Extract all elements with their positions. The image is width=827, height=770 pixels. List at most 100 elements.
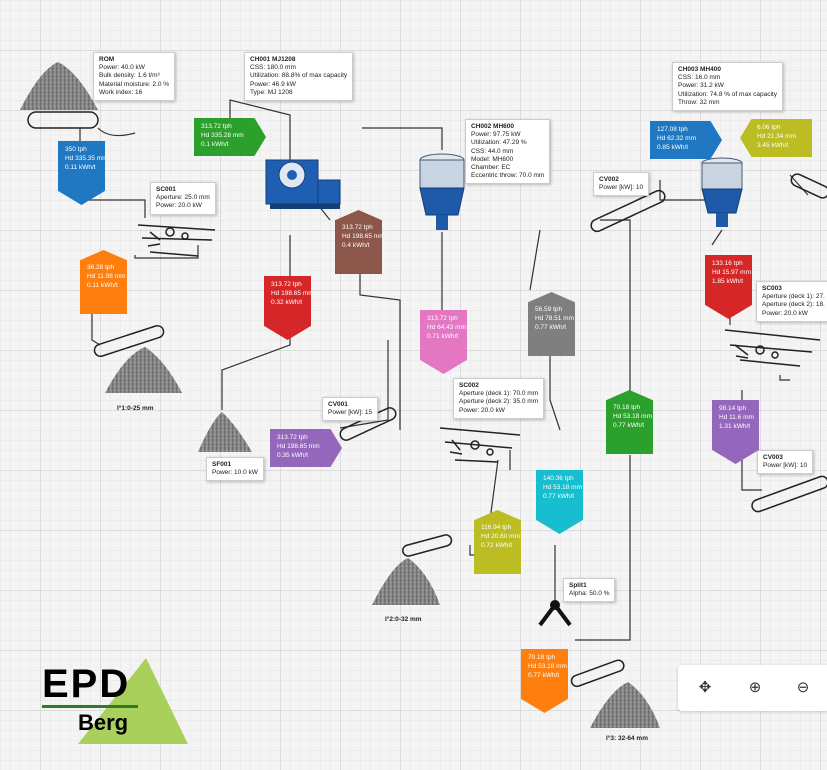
info-box-ch001[interactable]: CH001 MJ1208 CSS: 180.0 mm Utilization: … (244, 52, 354, 102)
flow-tag[interactable]: 70.18 tph Hd 53.18 mm 0.77 kWh/t (521, 649, 568, 713)
info-line: Aperture: 25.0 mm (156, 194, 210, 202)
flow-tph: 127.08 tph (657, 126, 688, 133)
info-title: SC002 (459, 382, 479, 389)
flow-kwh: 0.72 kWh/t (481, 542, 513, 549)
zoom-in-icon[interactable]: ⊕ (748, 679, 762, 696)
zoom-out-icon[interactable]: ⊖ (796, 679, 810, 696)
flow-tph: 36.28 tph (87, 264, 115, 271)
flow-hn: Hd 198.65 mm (342, 233, 385, 240)
epd-berg-logo: EPD Berg (38, 658, 188, 744)
flow-tph: 313.72 tph (271, 281, 302, 288)
flow-kwh: 1.31 kWh/t (719, 423, 751, 430)
flow-tph: 313.72 tph (427, 315, 458, 322)
flow-hn: Hd 335.28 mm (201, 132, 244, 139)
flow-tag[interactable]: 313.72 tph Hd 198.65 mm 0.4 kWh/t (335, 210, 382, 274)
info-box-sc003[interactable]: SC003 Aperture (deck 1): 27. Aperture (d… (756, 281, 827, 322)
flow-hn: Hd 53.18 mm (613, 413, 653, 420)
flow-tag[interactable]: 70.18 tph Hd 53.18 mm 0.77 kWh/t (606, 390, 653, 454)
stockpile-p2[interactable] (372, 558, 440, 605)
flow-tag[interactable]: 350 tph Hd 335.35 mm 0.11 kWh/t (58, 141, 105, 205)
stockpile-rom[interactable] (20, 62, 98, 110)
splitter-split1[interactable] (538, 600, 572, 627)
info-line: Power: 40.0 kW (99, 64, 145, 72)
screen-sc003[interactable] (724, 329, 821, 367)
flow-tph: 6.06 tph (757, 124, 781, 131)
flow-hn: Hd 64.43 mm (427, 324, 467, 331)
info-line: Power [kW]: 10 (599, 184, 644, 192)
flow-tph: 116.94 tph (481, 524, 512, 531)
flow-tag[interactable]: 313.72 tph Hd 198.65 mm 0.32 kWh/t (264, 276, 311, 340)
flow-tag[interactable]: 6.06 tph Hd 21.34 mm 3.45 kWh/t (740, 119, 812, 157)
info-box-sc002[interactable]: SC002 Aperture (deck 1): 70.0 mm Apertur… (453, 378, 545, 419)
stockpile-p1[interactable] (105, 347, 182, 393)
flow-tag[interactable]: 127.08 tph Hd 62.32 mm 0.85 kWh/t (650, 121, 722, 159)
info-box-cv002[interactable]: CV002 Power [kW]: 10 (593, 172, 650, 197)
info-line: Model: MH600 (471, 155, 514, 163)
info-line: Power: 46.9 kW (250, 80, 296, 88)
info-box-ch002[interactable]: CH002 MH600 Power: 97.75 kW Utilization:… (465, 119, 551, 185)
jaw-crusher-ch001[interactable] (265, 159, 341, 209)
product-label: I°1:0-25 mm (117, 405, 154, 412)
info-line: Power: 20.0 kW (156, 202, 202, 210)
stockpile-sf001[interactable] (198, 412, 252, 452)
flow-tph: 56.59 tph (535, 306, 563, 313)
info-title: CV002 (599, 176, 619, 183)
info-box-sf001[interactable]: SF001 Power: 10.0 kW (206, 457, 264, 482)
flow-tag[interactable]: 313.72 tph Hd 335.28 mm 0.1 kWh/t (194, 118, 266, 156)
flow-kwh: 1.85 kWh/t (712, 278, 744, 285)
connection-lines (79, 99, 809, 641)
info-box-rom[interactable]: ROM Power: 40.0 kW Bulk density: 1.6 t/m… (93, 52, 176, 102)
info-line: Utilization: 88.8% of max capacity (250, 72, 348, 80)
flow-tag[interactable]: 36.28 tph Hd 11.98 mm 0.11 kWh/t (80, 250, 127, 314)
info-box-split1[interactable]: Split1 Alpha: 50.0 % (563, 578, 616, 603)
info-line: Material moisture: 2.0 % (99, 80, 170, 88)
info-line: Chamber: EC (471, 164, 511, 172)
flow-tag[interactable]: 133.16 tph Hd 15.97 mm 1.85 kWh/t (705, 255, 752, 319)
flow-tag[interactable]: 313.72 tph Hd 64.43 mm 0.71 kWh/t (420, 310, 467, 374)
info-line: Utilization: 47.29 % (471, 139, 527, 147)
flow-kwh: 0.77 kWh/t (543, 493, 575, 500)
logo-main: EPD (42, 662, 131, 706)
flow-kwh: 0.77 kWh/t (613, 422, 645, 429)
center-icon[interactable]: ✥ (698, 679, 712, 696)
flow-kwh: 0.32 kWh/t (271, 299, 303, 306)
flow-hn: Hd 11.98 mm (87, 273, 126, 280)
flow-tph: 98.14 tph (719, 405, 747, 412)
stockpile-p3[interactable] (590, 682, 660, 728)
flow-kwh: 0.4 kWh/t (342, 242, 370, 249)
flow-tag[interactable]: 116.94 tph Hd 20.60 mm 0.72 kWh/t (474, 510, 521, 574)
flow-kwh: 0.71 kWh/t (427, 333, 459, 340)
flow-tag[interactable]: 140.36 tph Hd 53.18 mm 0.77 kWh/t (536, 470, 583, 534)
info-line: Aperture (deck 2): 18. (762, 301, 825, 309)
flow-hn: Hd 53.18 mm (528, 663, 568, 670)
info-title: CH003 MH400 (678, 66, 721, 73)
flow-tph: 313.72 tph (201, 123, 232, 130)
info-line: Power: 31.2 kW (678, 82, 724, 90)
info-title: SC003 (762, 285, 782, 292)
info-title: CV003 (763, 454, 783, 461)
product-label: I°2:0-32 mm (385, 616, 422, 623)
cone-crusher-ch002[interactable] (419, 153, 465, 230)
info-line: Work index: 16 (99, 88, 143, 96)
info-box-ch003[interactable]: CH003 MH400 CSS: 16.0 mm Power: 31.2 kW … (672, 62, 783, 112)
screen-sc001[interactable] (137, 224, 216, 257)
info-title: SC001 (156, 186, 176, 193)
info-line: Power: 20.0 kW (762, 309, 808, 317)
info-line: Aperture (deck 2): 35.0 mm (459, 398, 539, 406)
info-line: Utilization: 74.8 % of max capacity (678, 90, 777, 98)
flow-tag[interactable]: 56.59 tph Hd 78.51 mm 0.77 kWh/t (528, 292, 575, 356)
info-box-sc001[interactable]: SC001 Aperture: 25.0 mm Power: 20.0 kW (150, 182, 216, 215)
flow-tag[interactable]: 98.14 tph Hd 11.6 mm 1.31 kWh/t (712, 400, 759, 464)
info-box-cv003[interactable]: CV003 Power [kW]: 10 (757, 450, 814, 475)
info-title: CV001 (328, 401, 348, 408)
flow-tph: 313.72 tph (342, 224, 373, 231)
info-line: CSS: 44.0 mm (471, 147, 514, 155)
info-line: Throw: 32 mm (678, 98, 720, 106)
info-box-cv001[interactable]: CV001 Power [kW]: 15 (322, 397, 379, 422)
flow-tag[interactable]: 313.72 tph Hd 198.65 mm 0.35 kWh/t (270, 429, 342, 467)
flow-tph: 140.36 tph (543, 475, 574, 482)
screen-sc002[interactable] (439, 427, 521, 463)
flow-tph: 70.18 tph (613, 404, 641, 411)
cone-crusher-ch003[interactable] (701, 157, 743, 227)
